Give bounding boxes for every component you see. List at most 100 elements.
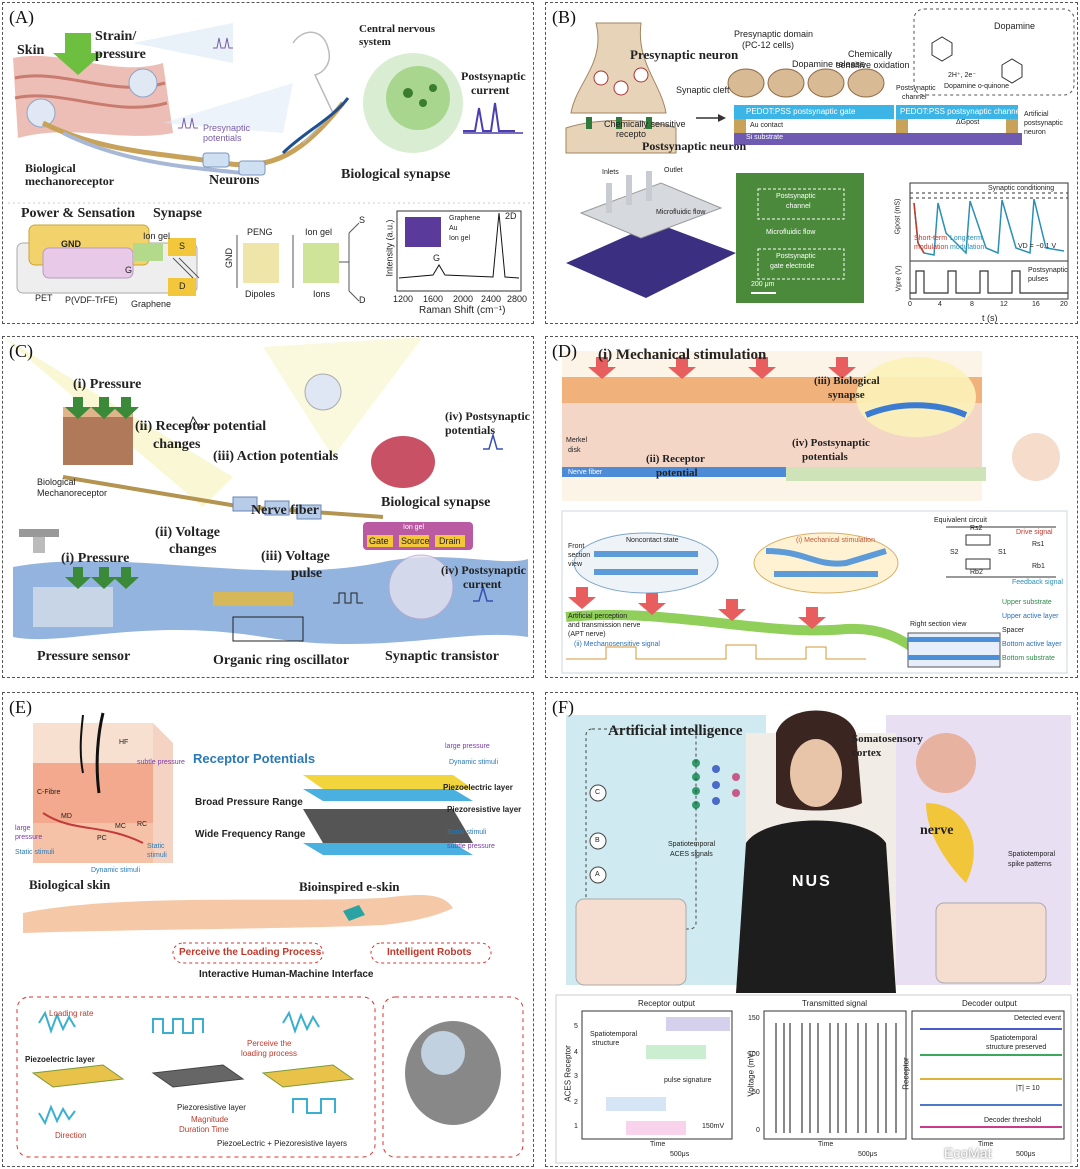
micro-channel-1: Postsynaptic [776,193,816,200]
receptor-label-1: (ii) Receptor potential [135,419,267,434]
ytick-a-2: 2 [574,1099,578,1106]
scale-bar-label: 200 μm [751,281,775,288]
panel-b: (B) Presynaptic neuron Presynaptic domai… [545,2,1078,324]
front-section-1: Front [568,543,585,550]
magnitude-label-1: Magnitude [191,1115,229,1124]
raman-tick-4: 2400 [481,294,502,304]
ytick-a-4: 4 [574,1049,578,1056]
mechanoreceptor-1: Biological [37,477,76,487]
au-contact-label: Au contact [750,122,784,129]
apt-label-1: Artificial perception [568,613,628,620]
upper-active-label: Upper active layer [1002,613,1059,620]
spike-label-1: Spatiotemporal [1008,851,1056,858]
piezoelectric-label: Piezoelectric layer [443,783,513,792]
nerve-label-f: nerve [920,823,954,838]
t-axis-label: t (s) [982,313,998,323]
panel-b-label: (B) [552,7,576,27]
preserved-label-1: Spatiotemporal [990,1035,1038,1042]
vd-label: VD = −0.1 V [1018,243,1057,250]
dopamine-release: Dopamine release [792,59,866,69]
cleft-label: Synaptic cleft [676,85,730,95]
artificial-label-3: neuron [1024,129,1046,136]
quinone-label: Dopamine o-quinone [944,83,1009,90]
panel-d: (D) (i) Mechanical stimulation (iii) Bio… [545,336,1078,678]
upper-substrate-label: Upper substrate [1002,599,1052,606]
raman-2d-label: 2D [505,211,517,221]
panel-a: (A) Skin Strain/ pressure Central nervou… [2,2,534,324]
time-label-c: Time [978,1141,994,1148]
feedback-signal-label: Feedback signal [1012,579,1063,586]
scale-150mv: 150mV [702,1123,725,1130]
neurons-label: Neurons [209,173,260,188]
bottom-substrate-label: Bottom substrate [1002,655,1055,662]
voltage-label-2: changes [169,542,217,557]
mc-label: MC [115,823,126,830]
micro-channel-2: channel [786,203,811,210]
perceive-loading-badge: Perceive the Loading Process [179,947,322,958]
pulses-label-2: pulses [1028,276,1049,283]
both-layers-label: PiezoeLectric + Piezoresistive layers [217,1139,348,1148]
presyn-potentials-1: Presynaptic [203,123,251,133]
large-pressure-r: large pressure [445,743,490,750]
spike-label-2: spike patterns [1008,861,1052,868]
mechanoreceptor-label-1: Biological [25,161,76,175]
pr-layer-label: Piezoresistive layer [177,1103,246,1112]
synapse-label-c: Biological synapse [381,495,491,510]
postsyn-current-c1: (iv) Postsynaptic [441,563,526,577]
mechano-signal-label: (ii) Mechanosensitive signal [574,641,660,648]
receptor-pot-1: (ii) Receptor [646,453,705,465]
time-label-a: Time [650,1141,666,1148]
apt-label-2: and transmission nerve [568,622,641,629]
raman-ylabel: Intensity (a.u.) [384,219,395,277]
somatosensory-label-2: cortex [852,747,882,759]
ytick-a-5: 5 [574,1023,578,1030]
gate-label: PEDOT:PSS postsynaptic gate [746,107,856,116]
shirt-text: NUS [792,873,832,890]
postsyn-current-c2: current [463,577,502,591]
raman-xlabel: Raman Shift (cm⁻¹) [419,305,506,316]
receptor-output-title: Receptor output [638,999,695,1008]
ytick-b-50: 50 [752,1089,760,1096]
mech-stim-small: (i) Mechanical stimulation [796,537,875,544]
rb2-label: Rb2 [970,569,983,576]
b-xtick-0: 0 [908,301,912,308]
pulses-label-1: Postsynaptic [1028,267,1068,274]
panel-b-illustration [565,8,1075,303]
presynaptic-domain-1: Presynaptic domain [734,29,814,39]
biological-synapse-label: Biological synapse [341,167,451,182]
spacer-label: Spacer [1002,627,1025,634]
panel-d-illustration [561,351,1068,674]
presyn-potentials-2: potentials [203,133,242,143]
pc-label: PC [97,835,107,842]
long-term-1: Long-term [950,235,982,242]
aces-label-2: ACES signals [670,851,713,858]
t500-label-a: 500μs [670,1151,690,1158]
decoder-output-title: Decoder output [962,999,1017,1008]
graphene-label: Graphene [131,299,172,309]
wide-frequency-label: Wide Frequency Range [195,829,306,840]
postsyn-current-2: current [471,83,510,97]
peng-label: PENG [247,227,273,237]
static-stimuli-l: Static stimuli [15,849,55,856]
redox-label: 2H⁺, 2e⁻ [948,72,977,79]
rb1-label: Rb1 [1032,563,1045,570]
t500-label-b: 500μs [858,1151,878,1158]
s1-switch-label: S1 [998,549,1007,556]
synapse-label: Synapse [153,206,203,221]
loading-rate-label: Loading rate [49,1009,94,1018]
artificial-label-1: Artificial [1024,111,1049,118]
d2-label: D [359,295,366,305]
ytick-b-0: 0 [756,1127,760,1134]
magnitude-label-2: Duration Time [179,1125,229,1134]
bio-synapse-2: synapse [828,389,865,401]
action-label: (iii) Action potentials [213,449,339,464]
stage-c-label: C [595,789,601,796]
nerve-fiber-d: Nerve fiber [568,469,603,476]
merkel-label-1: Merkel [566,437,588,444]
gpost-axis-label: Gpost (mS) [894,198,902,235]
drain-label-c: Drain [439,536,461,546]
ring-oscillator-label: Organic ring oscillator [213,653,350,668]
gate-label-c: Gate [369,536,389,546]
mechanoreceptor-2: Mechanoreceptor [37,488,108,498]
chem-ox-1: Chemically [848,49,893,59]
